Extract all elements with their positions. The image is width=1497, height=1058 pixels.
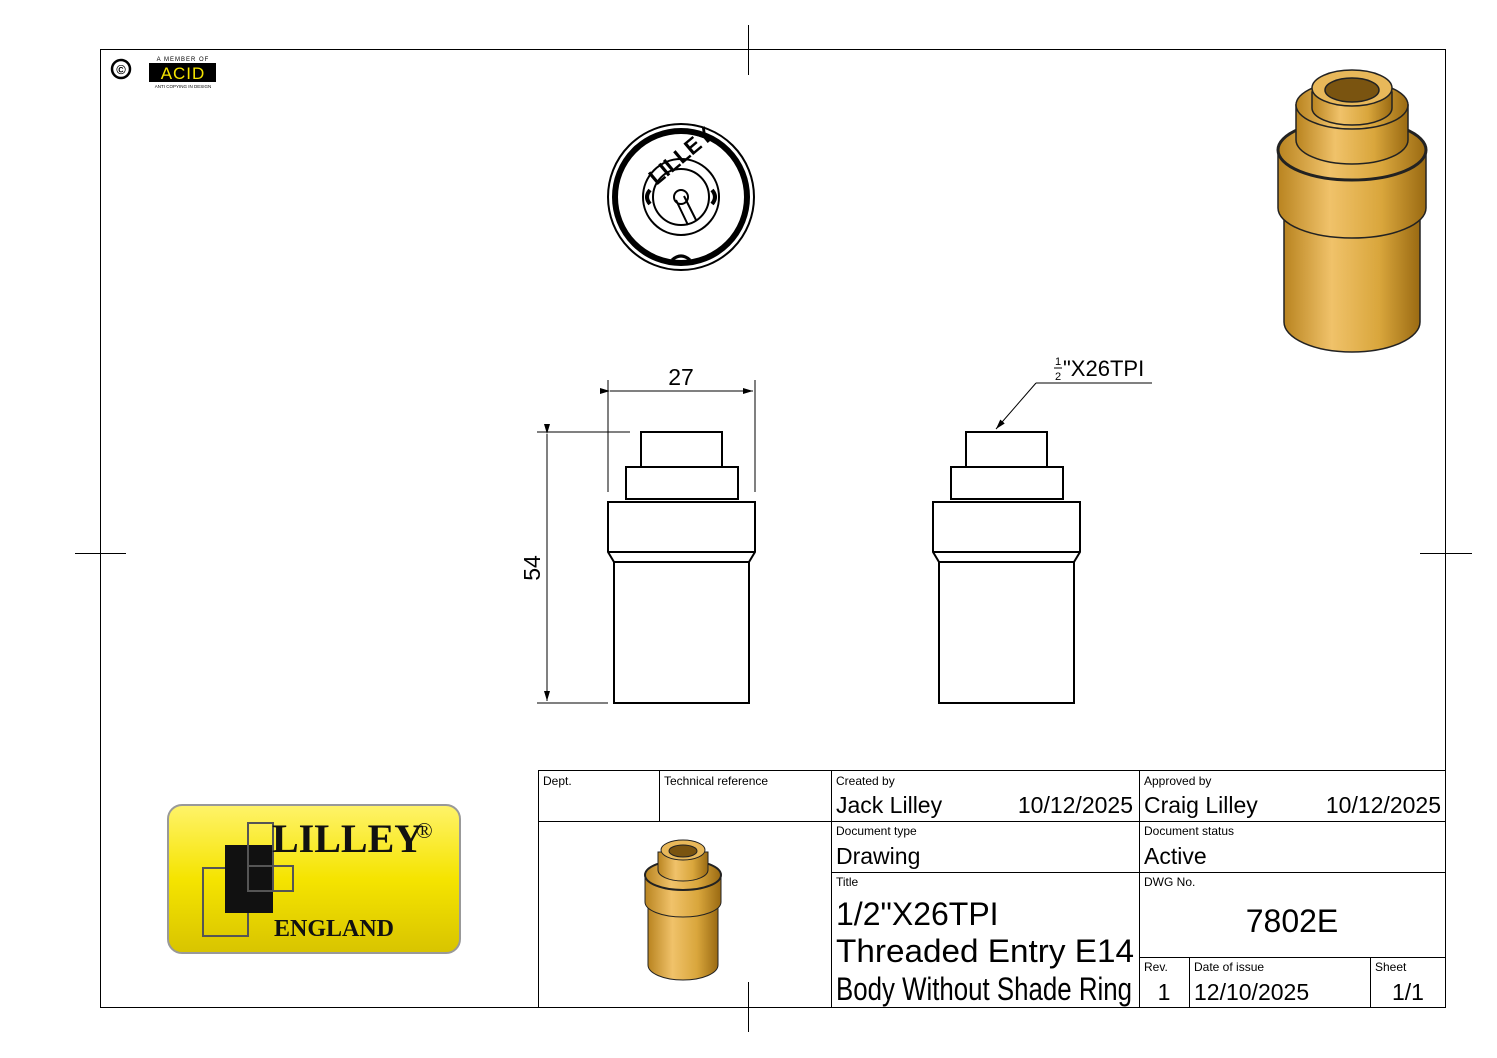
acid-logo: A MEMBER OF ACID ANTI COPYING IN DESIGN: [149, 57, 216, 89]
isometric-render: [1276, 69, 1428, 353]
svg-text:®: ®: [416, 818, 433, 843]
doc-status-label: Document status: [1144, 824, 1234, 838]
svg-text:©: ©: [116, 62, 126, 77]
front-view: [607, 431, 756, 704]
title-line-1: 1/2"X26TPI: [836, 896, 999, 932]
issue-date-label: Date of issue: [1194, 960, 1264, 974]
doc-status: Active: [1144, 843, 1207, 869]
lilley-logo: LILLEY ® ENGLAND: [167, 804, 461, 954]
approved-by-label: Approved by: [1144, 774, 1211, 788]
svg-text:ENGLAND: ENGLAND: [274, 916, 394, 942]
title-line-2: Threaded Entry E14: [836, 933, 1134, 969]
doc-type: Drawing: [836, 843, 920, 869]
side-view: [932, 431, 1081, 704]
rev-label: Rev.: [1144, 960, 1168, 974]
svg-text:ANTI COPYING IN DESIGN: ANTI COPYING IN DESIGN: [155, 84, 212, 89]
dwg-label: DWG No.: [1144, 875, 1195, 889]
top-view: LILLEY: [607, 122, 755, 271]
title-block: [538, 770, 1446, 1008]
sheet: 1/1: [1392, 979, 1424, 1005]
svg-text:LILLEY: LILLEY: [272, 816, 423, 861]
thumbnail-render: [644, 839, 722, 981]
issue-date: 12/10/2025: [1194, 979, 1309, 1005]
copyright-icon: ©: [110, 58, 132, 80]
title-label: Title: [836, 875, 859, 889]
svg-text:2: 2: [1055, 371, 1061, 383]
width-dimension: 27: [668, 364, 694, 390]
title-line-3: Body Without Shade Ring: [836, 971, 1132, 1007]
height-dimension: 54: [519, 555, 545, 581]
created-date: 10/12/2025: [1018, 792, 1133, 818]
thread-callout: 1 2 "X26TPI: [995, 356, 1152, 430]
svg-text:ACID: ACID: [161, 64, 206, 83]
doc-type-label: Document type: [836, 824, 917, 838]
created-by: Jack Lilley: [836, 792, 943, 818]
tech-ref-label: Technical reference: [664, 774, 768, 788]
dept-label: Dept.: [543, 774, 572, 788]
dwg-number: 7802E: [1246, 903, 1339, 939]
approved-by: Craig Lilley: [1144, 792, 1258, 818]
svg-text:A MEMBER OF: A MEMBER OF: [157, 57, 210, 63]
rev: 1: [1158, 979, 1171, 1005]
approved-date: 10/12/2025: [1326, 792, 1441, 818]
sheet-label: Sheet: [1375, 960, 1407, 974]
dimension-lines: [537, 380, 756, 704]
center-marks: [75, 25, 1472, 1032]
created-by-label: Created by: [836, 774, 895, 788]
svg-text:"X26TPI: "X26TPI: [1063, 356, 1144, 381]
svg-text:1: 1: [1055, 356, 1061, 368]
